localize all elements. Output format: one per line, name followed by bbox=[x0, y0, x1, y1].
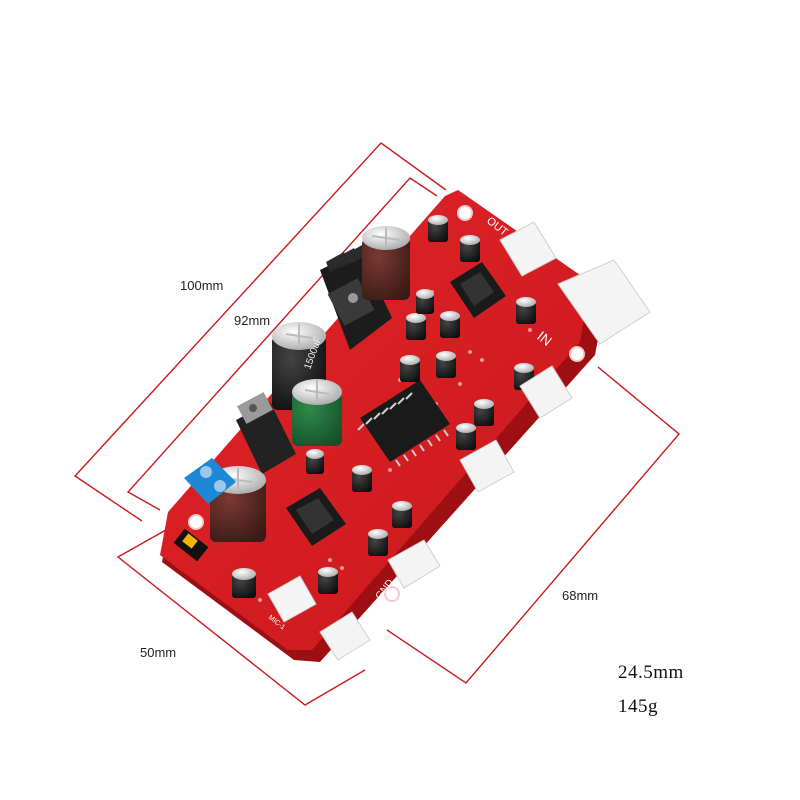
connector-mic2 bbox=[387, 539, 441, 589]
mounting-hole bbox=[569, 346, 585, 362]
silkscreen-vol-label: VOL bbox=[595, 346, 610, 360]
dimension-lines bbox=[73, 142, 680, 706]
dimension-width-label: 50mm bbox=[140, 645, 177, 660]
connectors bbox=[267, 221, 651, 661]
connector-in bbox=[557, 259, 651, 345]
voltage-regulator bbox=[236, 392, 296, 474]
dimension-50mm-line bbox=[116, 521, 366, 706]
capacitor-large-brown bbox=[362, 226, 410, 300]
mounting-hole bbox=[384, 586, 400, 602]
connector-mic1a bbox=[267, 575, 317, 623]
small-capacitors bbox=[232, 215, 536, 598]
spec-height: 24.5mm bbox=[618, 662, 684, 683]
connector-out bbox=[499, 221, 557, 277]
ic-chip-main bbox=[357, 380, 450, 467]
connector-side-2 bbox=[459, 439, 515, 493]
spec-weight: 145g bbox=[618, 696, 658, 717]
dimension-92mm-line bbox=[126, 177, 438, 511]
mounting-hole bbox=[188, 514, 204, 530]
dimension-68mm-line bbox=[386, 366, 680, 684]
dimension-length-label: 100mm bbox=[180, 278, 224, 293]
pcb-board: IN OUT MIC-2 MIC-1 GND VOL bbox=[160, 190, 651, 662]
dimension-100mm-line bbox=[73, 142, 447, 522]
dimension-hole-spacing-short-label: 68mm bbox=[562, 588, 599, 603]
connector-side-1 bbox=[519, 365, 573, 419]
connector-mic1b bbox=[319, 611, 371, 661]
ic-socket-top bbox=[450, 262, 506, 318]
jumper-header bbox=[173, 528, 209, 562]
screw-terminal-blue bbox=[184, 458, 236, 504]
ic-socket-bottom bbox=[286, 488, 346, 546]
mounting-hole bbox=[457, 205, 473, 221]
capacitor-green bbox=[292, 379, 342, 446]
dimension-hole-spacing-long-label: 92mm bbox=[234, 313, 271, 328]
